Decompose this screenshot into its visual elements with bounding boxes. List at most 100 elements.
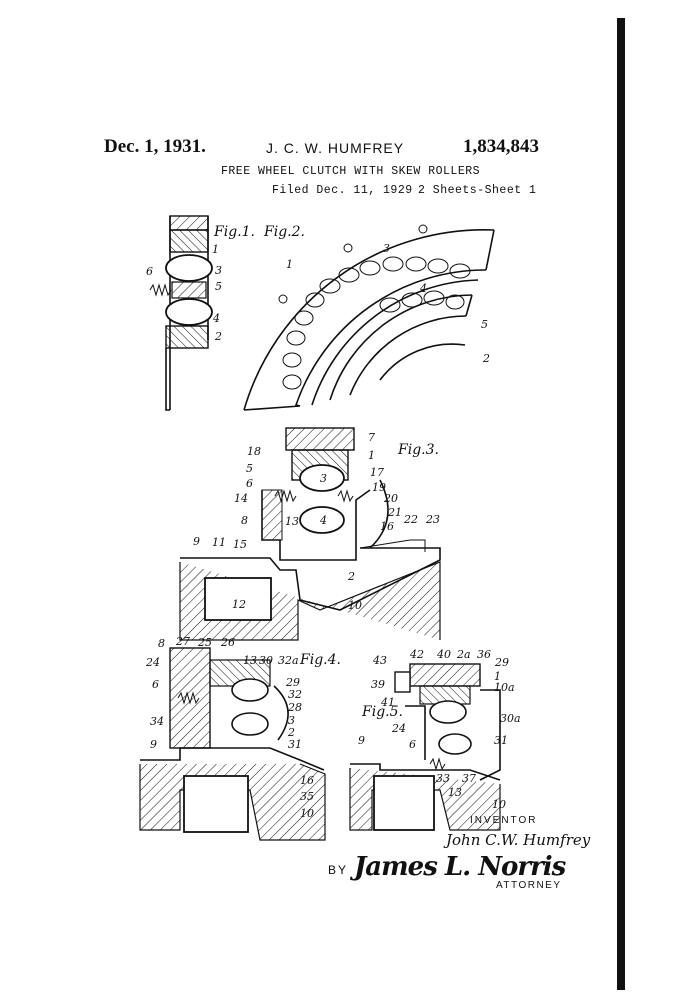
svg-text:31: 31 [288, 738, 302, 751]
figure-1-drawing [149, 215, 213, 411]
svg-text:10: 10 [348, 599, 362, 612]
svg-text:2: 2 [482, 352, 490, 365]
svg-text:3: 3 [320, 472, 327, 485]
svg-text:17: 17 [370, 466, 384, 479]
svg-text:13: 13 [243, 654, 257, 667]
svg-text:32: 32 [288, 688, 302, 701]
svg-text:41: 41 [380, 696, 395, 709]
svg-text:6: 6 [409, 738, 416, 751]
svg-text:5: 5 [246, 462, 253, 475]
svg-text:40: 40 [436, 648, 451, 661]
fig-1-label: Fig.1. [213, 224, 255, 240]
figure-5-numerals: 43 42 40 2a 36 29 39 1 10a 41 30a 24 9 6… [358, 648, 521, 811]
attorney-signature: James L. Norris [354, 852, 566, 882]
svg-text:43: 43 [372, 654, 387, 667]
fig-4-label: Fig.4. [299, 652, 341, 668]
inventor-name: J. C. W. HUMFREY [266, 140, 405, 156]
svg-text:3: 3 [383, 242, 390, 255]
svg-text:29: 29 [285, 676, 300, 689]
fig-3-label: Fig.3. [397, 442, 439, 458]
svg-text:9: 9 [358, 734, 365, 747]
svg-text:1: 1 [368, 449, 375, 462]
svg-text:19: 19 [372, 481, 386, 494]
figure-2-drawing [243, 224, 495, 411]
fig-2-label: Fig.2. [263, 224, 305, 240]
svg-text:4: 4 [419, 282, 427, 295]
svg-text:24: 24 [391, 722, 406, 735]
svg-text:23: 23 [425, 513, 440, 526]
sheet-count: 2 Sheets-Sheet 1 [418, 184, 537, 197]
figure-4-numerals: 8 27 25 26 24 13 30 32a 6 29 32 28 34 3 … [145, 635, 314, 820]
svg-text:6: 6 [246, 477, 253, 490]
svg-text:3: 3 [288, 714, 295, 727]
svg-text:32a: 32a [278, 654, 299, 667]
svg-text:1: 1 [212, 243, 219, 256]
svg-text:12: 12 [232, 598, 246, 611]
svg-text:10a: 10a [494, 681, 515, 694]
patent-number: 1,834,843 [463, 136, 539, 157]
figure-3-drawing [179, 427, 441, 641]
svg-text:1: 1 [286, 258, 293, 271]
svg-text:8: 8 [241, 514, 248, 527]
svg-text:11: 11 [212, 536, 226, 549]
svg-text:13: 13 [285, 515, 299, 528]
svg-text:15: 15 [233, 538, 247, 551]
svg-text:10: 10 [300, 807, 314, 820]
svg-text:9: 9 [150, 738, 157, 751]
svg-text:8: 8 [158, 637, 165, 650]
by-label: BY [328, 863, 349, 877]
figure-3-numerals: 18 7 1 5 17 6 3 19 14 20 21 8 13 4 16 22… [193, 431, 440, 612]
svg-text:30: 30 [259, 654, 273, 667]
svg-text:2: 2 [214, 330, 222, 343]
inventor-signature: John C.W. Humfrey [446, 831, 591, 849]
svg-text:29: 29 [494, 656, 509, 669]
svg-text:25: 25 [197, 636, 212, 649]
svg-text:4: 4 [319, 514, 327, 527]
figure-2-numerals: 1 3 4 5 2 [286, 242, 490, 365]
svg-text:7: 7 [368, 431, 375, 444]
svg-text:16: 16 [380, 520, 394, 533]
figure-5-drawing [349, 663, 501, 831]
svg-text:6: 6 [152, 678, 159, 691]
svg-text:13: 13 [448, 786, 462, 799]
fig-5-label: Fig.5. [361, 704, 403, 720]
svg-text:2: 2 [347, 570, 355, 583]
svg-text:35: 35 [300, 790, 314, 803]
svg-text:5: 5 [215, 280, 222, 293]
svg-text:2: 2 [287, 726, 295, 739]
svg-text:28: 28 [287, 701, 302, 714]
patent-title: FREE WHEEL CLUTCH WITH SKEW ROLLERS [221, 165, 481, 178]
svg-text:27: 27 [175, 635, 190, 648]
svg-text:24: 24 [145, 656, 160, 669]
svg-text:31: 31 [494, 734, 508, 747]
svg-text:34: 34 [150, 715, 164, 728]
svg-text:4: 4 [212, 312, 220, 325]
svg-text:33: 33 [436, 772, 450, 785]
svg-text:14: 14 [234, 492, 248, 505]
svg-text:3: 3 [215, 264, 222, 277]
svg-text:22: 22 [403, 513, 418, 526]
svg-text:16: 16 [300, 774, 314, 787]
svg-text:26: 26 [220, 636, 235, 649]
svg-text:9: 9 [193, 535, 200, 548]
page-edge-bar [617, 18, 625, 990]
svg-text:39: 39 [371, 678, 385, 691]
svg-text:10: 10 [492, 798, 506, 811]
figure-1-numerals: 1 3 5 6 4 2 [146, 243, 222, 343]
svg-text:36: 36 [477, 648, 491, 661]
svg-text:42: 42 [409, 648, 424, 661]
attorney-label: ATTORNEY [496, 880, 562, 891]
filed-date: Filed Dec. 11, 1929 [272, 184, 413, 197]
svg-text:21: 21 [387, 506, 402, 519]
svg-text:30a: 30a [500, 712, 521, 725]
svg-text:5: 5 [481, 318, 488, 331]
svg-text:18: 18 [247, 445, 261, 458]
svg-text:20: 20 [383, 492, 398, 505]
svg-text:6: 6 [146, 265, 153, 278]
svg-text:1: 1 [494, 670, 501, 683]
patent-date: Dec. 1, 1931. [104, 136, 206, 157]
figure-4-drawing [139, 647, 326, 841]
svg-text:37: 37 [462, 772, 476, 785]
inventor-label: INVENTOR [470, 815, 538, 826]
